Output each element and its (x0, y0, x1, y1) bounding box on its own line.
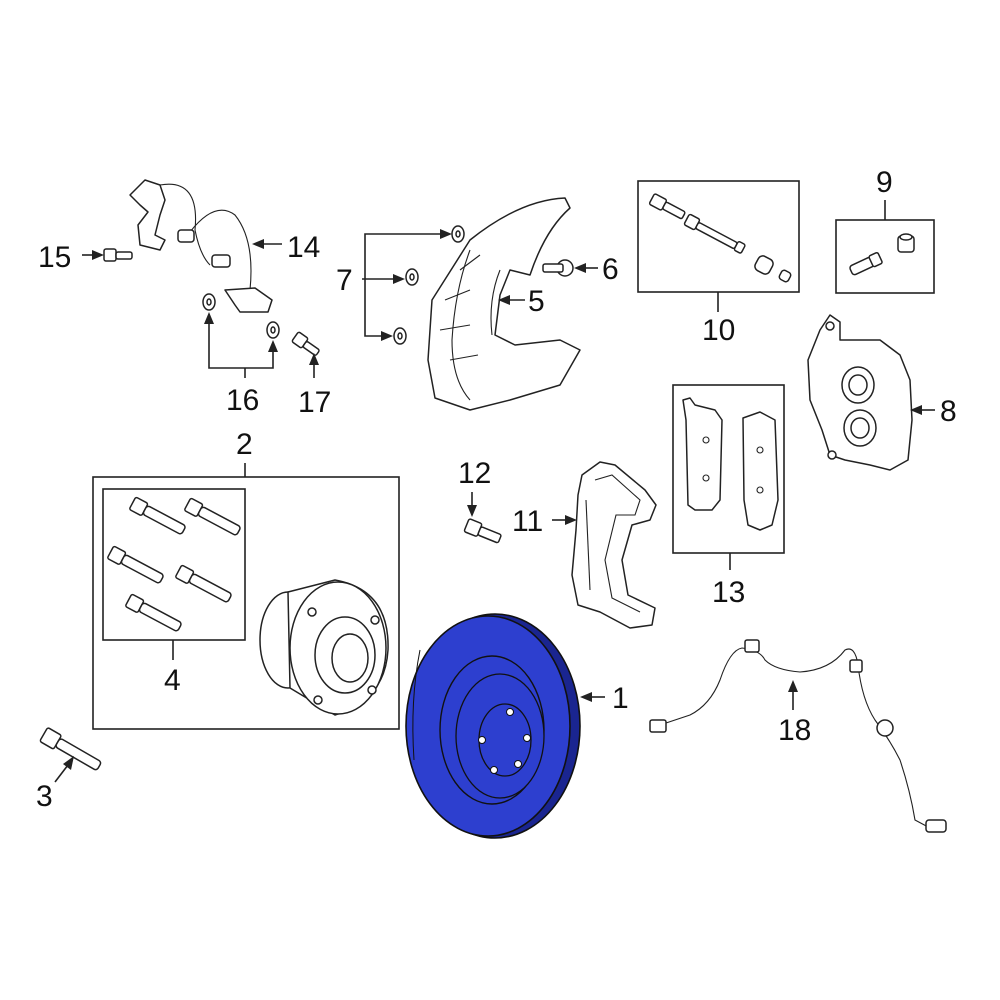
wheel-hub-bearing[interactable] (259, 579, 389, 716)
part-17-bolt[interactable] (291, 331, 322, 358)
callout-16: 16 (204, 312, 278, 417)
part-15-bolt[interactable] (103, 248, 133, 262)
callout-9-label: 9 (876, 166, 893, 199)
part-10-guide-pin-box[interactable] (637, 180, 800, 312)
part-14-hose-bracket[interactable] (129, 179, 273, 313)
callout-6: 6 (574, 253, 619, 286)
callout-11-label: 11 (512, 505, 543, 538)
part-8-caliper[interactable] (807, 314, 913, 471)
part-2-hub-assembly-box[interactable] (92, 463, 400, 730)
callout-8-label: 8 (940, 395, 957, 428)
callout-12: 12 (458, 457, 491, 517)
callout-14: 14 (252, 231, 320, 264)
callout-7-label: 7 (336, 264, 353, 297)
part-4-bolt-kit-box[interactable] (102, 488, 246, 660)
part-5-dust-shield[interactable] (427, 197, 581, 411)
callout-5: 5 (498, 285, 545, 318)
part-18-abs-sensor[interactable] (649, 639, 947, 833)
callout-17-label: 17 (298, 386, 331, 419)
callout-3-label: 3 (36, 780, 53, 813)
callout-3: 3 (36, 756, 74, 813)
callout-15-label: 15 (38, 241, 71, 274)
part-9-bleeder-box[interactable] (835, 200, 935, 294)
callout-1-label: 1 (612, 682, 629, 715)
callout-16-label: 16 (226, 384, 259, 417)
callout-4-label: 4 (164, 664, 181, 697)
callout-8: 8 (910, 395, 957, 428)
callout-17: 17 (298, 353, 331, 419)
callout-6-label: 6 (602, 253, 619, 286)
callout-7: 7 (336, 229, 452, 341)
callout-5-label: 5 (528, 285, 545, 318)
callout-10-label: 10 (702, 314, 735, 347)
callout-14-label: 14 (287, 231, 320, 264)
part-16-washers[interactable] (202, 293, 280, 339)
callout-18: 18 (778, 680, 811, 747)
callout-1: 1 (580, 682, 629, 715)
part-6-shield-bolt[interactable] (542, 259, 574, 277)
callout-15: 15 (38, 241, 104, 274)
stud-bolts (107, 496, 241, 632)
part-13-brake-pads-box[interactable] (672, 384, 785, 570)
callout-13-label: 13 (712, 576, 745, 609)
callout-11: 11 (512, 505, 577, 538)
part-3-hub-bolt[interactable] (39, 727, 103, 773)
part-11-caliper-bracket[interactable] (571, 461, 657, 629)
callout-12-label: 12 (458, 457, 491, 490)
part-1-brake-rotor[interactable] (405, 613, 581, 839)
callout-2-label: 2 (236, 428, 253, 461)
callout-18-label: 18 (778, 714, 811, 747)
part-7-washers[interactable] (393, 225, 465, 345)
part-12-bracket-bolt[interactable] (463, 518, 503, 545)
